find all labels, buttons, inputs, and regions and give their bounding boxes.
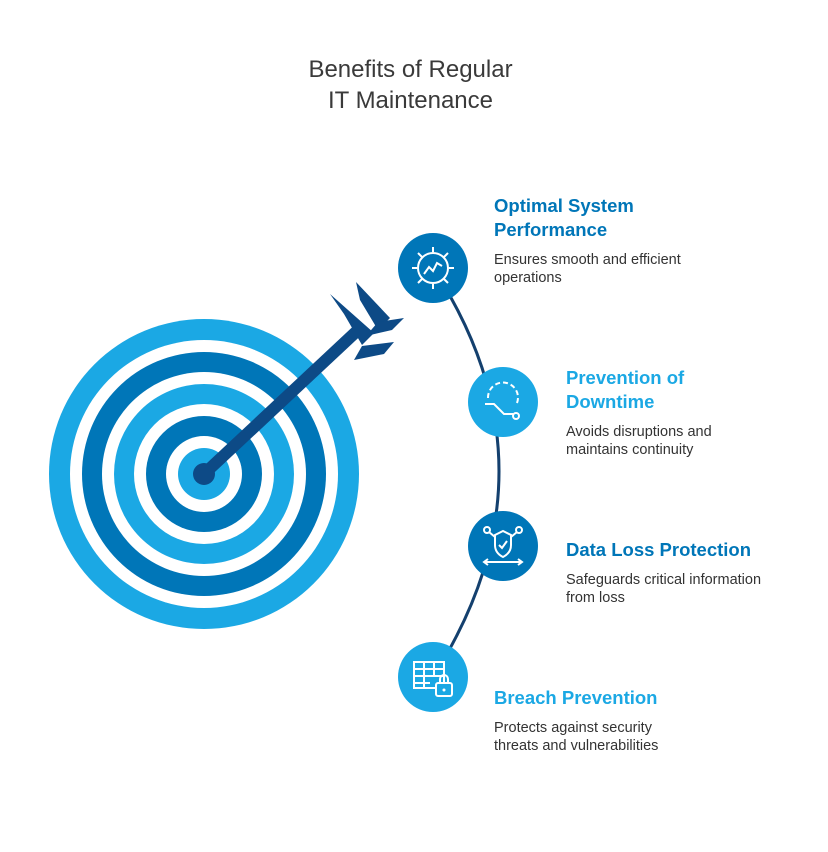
shield-network-icon: [468, 511, 538, 581]
table-lock-icon: [398, 642, 468, 712]
benefit-description: Avoids disruptions and maintains continu…: [566, 423, 828, 459]
downtime-chart-icon: [468, 367, 538, 437]
gear-chart-icon: [398, 233, 468, 303]
benefit-description: Ensures smooth and efficient operations: [494, 251, 794, 287]
heading-line-2: Performance: [494, 219, 608, 240]
benefit-description: Safeguards critical information from los…: [566, 571, 816, 607]
benefit-heading: Optimal System Performance: [494, 194, 794, 242]
benefit-item-breach: Breach Prevention Protects against secur…: [494, 686, 794, 755]
benefit-item-performance: Optimal System Performance Ensures smoot…: [494, 194, 794, 287]
description-line-1: Ensures smooth and efficient: [494, 252, 681, 268]
heading-line-1: Optimal System: [494, 195, 634, 216]
benefit-heading: Data Loss Protection: [566, 538, 816, 562]
heading-line-1: Breach Prevention: [494, 687, 658, 708]
description-line-2: threats and vulnerabilities: [494, 738, 659, 754]
heading-line-1: Data Loss Protection: [566, 539, 752, 560]
page-title: Benefits of Regular IT Maintenance: [0, 54, 821, 116]
description-line-1: Safeguards critical information: [566, 572, 762, 588]
benefit-heading: Breach Prevention: [494, 686, 794, 710]
heading-line-2: Downtime: [566, 391, 655, 412]
description-line-1: Protects against security: [494, 720, 652, 736]
arrow-icon: [193, 282, 404, 485]
description-line-2: maintains continuity: [566, 442, 694, 458]
heading-line-1: Prevention of: [566, 367, 685, 388]
benefit-item-data-loss: Data Loss Protection Safeguards critical…: [566, 538, 816, 607]
description-line-1: Avoids disruptions and: [566, 424, 712, 440]
connector-arc: [431, 267, 501, 678]
benefit-item-downtime: Prevention of Downtime Avoids disruption…: [566, 366, 828, 459]
benefit-description: Protects against security threats and vu…: [494, 719, 794, 755]
benefit-heading: Prevention of Downtime: [566, 366, 828, 414]
description-line-2: operations: [494, 270, 562, 286]
description-line-2: from loss: [566, 590, 625, 606]
title-line-1: Benefits of Regular: [308, 56, 513, 83]
title-line-2: IT Maintenance: [328, 87, 493, 114]
